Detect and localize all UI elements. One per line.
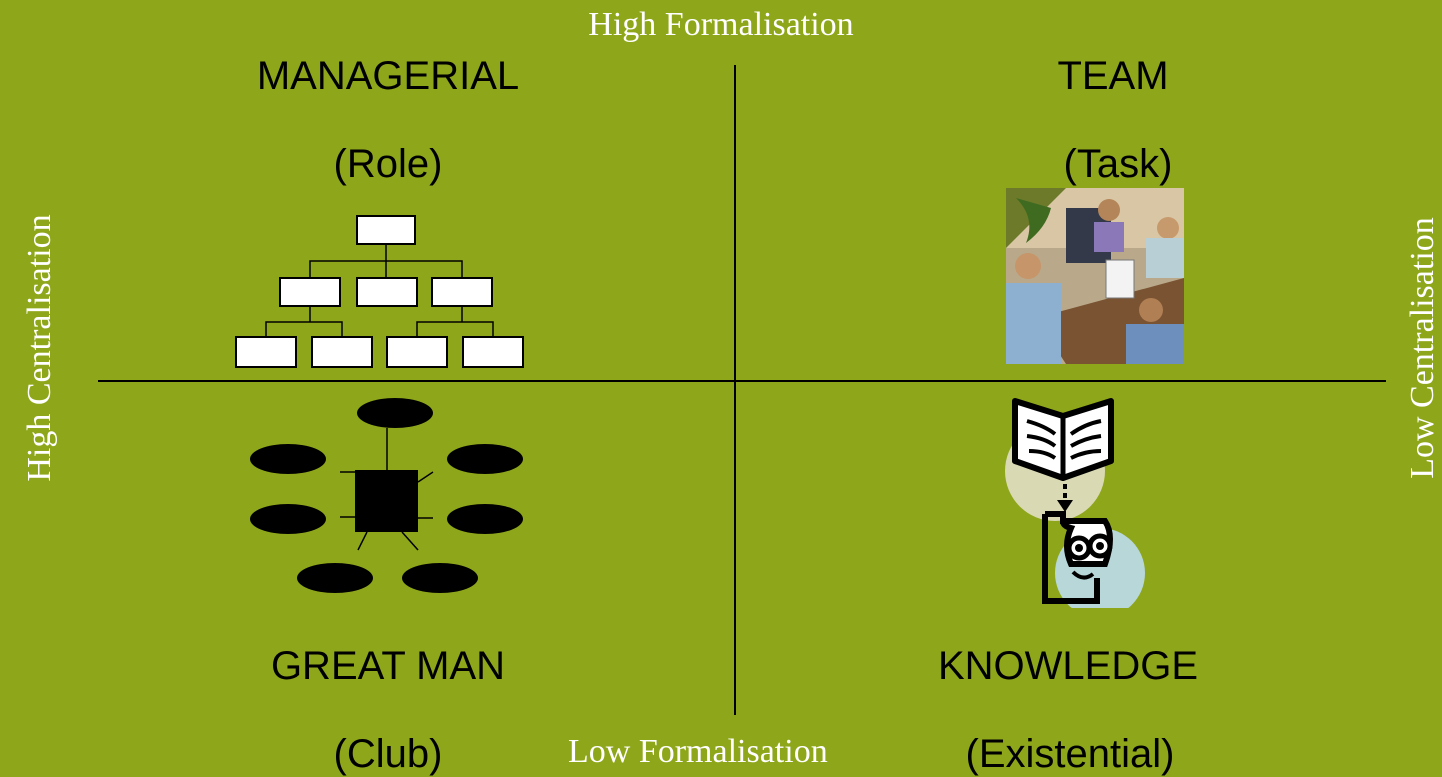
quadrant-title-team: TEAM	[1057, 54, 1169, 98]
axis-label-top: High Formalisation	[588, 6, 854, 43]
hub-and-spoke-icon	[250, 398, 523, 593]
quadrant-subtitle-club: (Club)	[333, 732, 443, 776]
horizontal-divider	[98, 380, 1386, 382]
axis-label-left: High Centralisation	[21, 214, 58, 482]
axis-label-right: Low Centralisation	[1404, 217, 1441, 479]
quadrant-title-knowledge: KNOWLEDGE	[937, 644, 1199, 688]
quadrant-title-managerial: MANAGERIAL	[256, 54, 520, 98]
book-reader-clipart	[1005, 398, 1145, 608]
org-chart-icon	[235, 215, 524, 368]
team-meeting-clipart	[1006, 188, 1184, 364]
quadrant-title-great-man: GREAT MAN	[270, 644, 506, 688]
axis-label-bottom: Low Formalisation	[568, 733, 828, 770]
quadrant-subtitle-role: (Role)	[333, 142, 443, 186]
vertical-divider	[734, 65, 736, 715]
quadrant-subtitle-existential: (Existential)	[965, 732, 1175, 776]
quadrant-subtitle-task: (Task)	[1063, 142, 1173, 186]
